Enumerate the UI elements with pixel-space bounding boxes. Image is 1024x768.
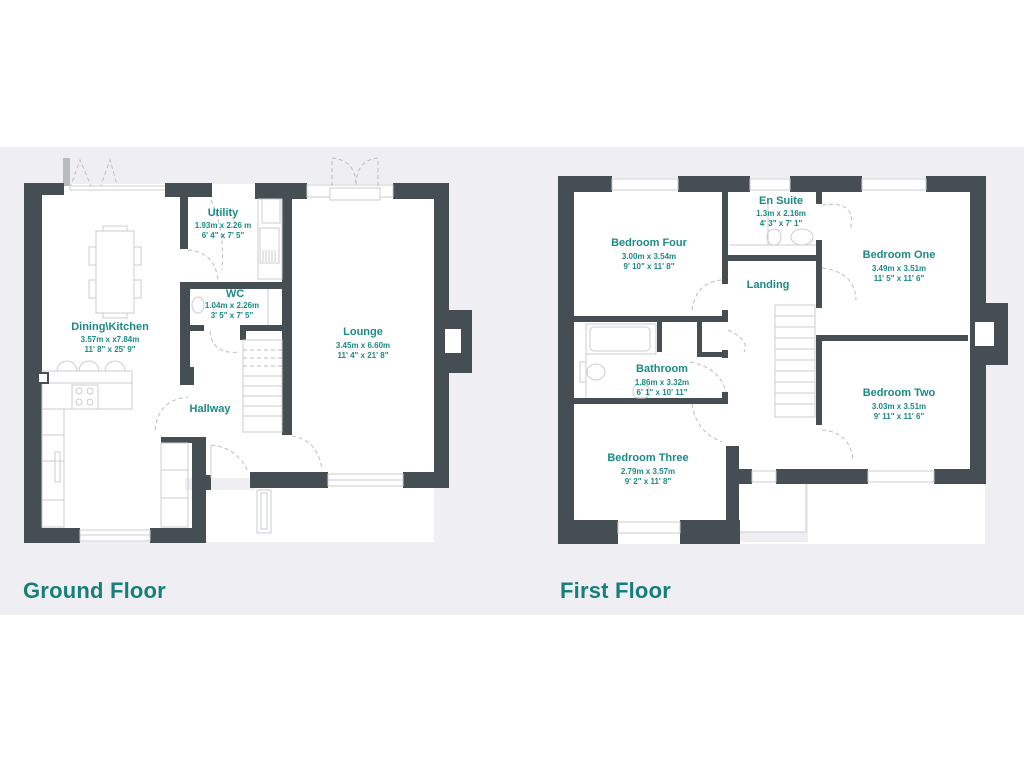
first-floor-title: First Floor	[560, 578, 671, 603]
first-floor-plan	[558, 176, 1008, 544]
room-name-utility: Utility	[207, 207, 239, 219]
room-metric-utility: 1.93m x 2.26 m	[194, 221, 252, 230]
room-metric-bedroom-one: 3.49m x 3.51m	[871, 264, 927, 273]
room-imperial-bathroom: 6' 1" x 10' 11"	[636, 388, 688, 397]
room-metric-bedroom-two: 3.03m x 3.51m	[871, 402, 927, 411]
room-imperial-bedroom-two: 9' 11" x 11' 6"	[873, 412, 925, 421]
room-name-bedroom-four: Bedroom Four	[611, 237, 687, 249]
room-metric-bathroom: 1.86m x 3.32m	[634, 378, 690, 387]
room-imperial-bedroom-four: 9' 10" x 11' 8"	[623, 262, 675, 271]
room-name-landing: Landing	[746, 279, 790, 291]
room-imperial-dining-kitchen: 11' 8" x 25' 9"	[84, 345, 136, 354]
room-imperial-bedroom-three: 9' 2" x 11' 8"	[624, 477, 672, 486]
room-name-en-suite: En Suite	[758, 195, 804, 207]
room-name-bedroom-three: Bedroom Three	[607, 452, 689, 464]
bifold-door-frame	[63, 158, 70, 186]
room-imperial-utility: 6' 4" x 7' 5"	[201, 231, 245, 240]
room-name-bedroom-one: Bedroom One	[862, 249, 936, 261]
room-name-hallway: Hallway	[189, 403, 231, 415]
room-imperial-wc: 3' 5" x 7' 5"	[210, 311, 254, 320]
room-imperial-lounge: 11' 4" x 21' 8"	[337, 351, 389, 360]
room-metric-lounge: 3.45m x 6.60m	[335, 341, 391, 350]
room-name-lounge: Lounge	[343, 326, 383, 338]
room-metric-wc: 1.04m x 2.26m	[204, 301, 260, 310]
ground-floor-title: Ground Floor	[23, 578, 166, 603]
room-metric-en-suite: 1.3m x 2.16m	[756, 209, 806, 218]
room-name-dining-kitchen: Dining\Kitchen	[71, 321, 149, 333]
room-metric-dining-kitchen: 3.57m x x7.84m	[80, 335, 140, 344]
room-imperial-en-suite: 4' 3" x 7' 1"	[759, 219, 803, 228]
room-name-wc: WC	[225, 288, 245, 300]
room-name-bathroom: Bathroom	[636, 363, 688, 375]
room-metric-bedroom-three: 2.79m x 3.57m	[620, 467, 676, 476]
ground-floor-plan	[24, 157, 472, 543]
room-metric-bedroom-four: 3.00m x 3.54m	[621, 252, 677, 261]
room-imperial-bedroom-one: 11' 5" x 11' 6"	[873, 274, 925, 283]
room-name-bedroom-two: Bedroom Two	[862, 387, 936, 399]
